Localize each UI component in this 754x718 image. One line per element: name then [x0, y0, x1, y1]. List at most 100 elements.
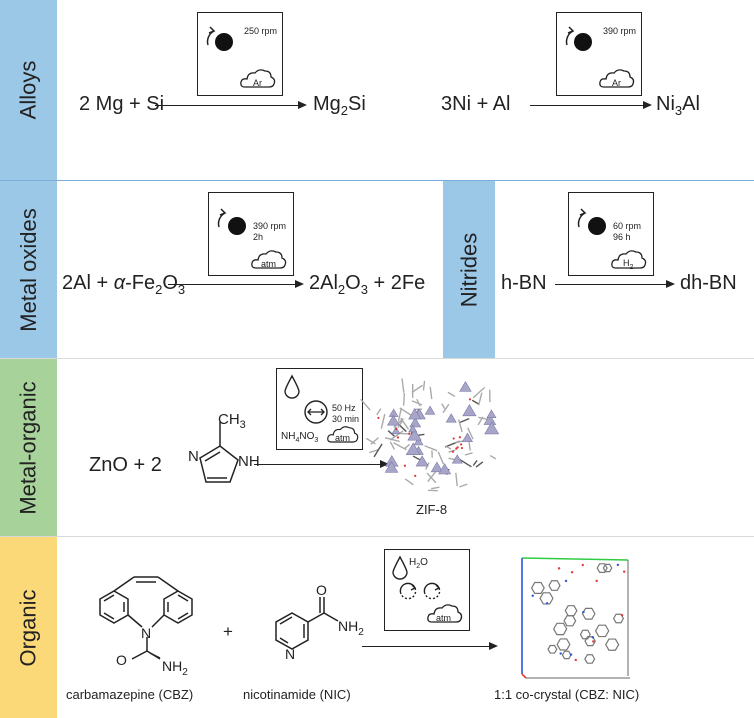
- zn-tetrahedron: [462, 404, 477, 417]
- additive-label: NH4NO3: [281, 431, 319, 444]
- reaction-arrow: [362, 641, 498, 650]
- atom-dot: [545, 602, 549, 605]
- linker-bond: [402, 392, 406, 406]
- reaction-arrow: [168, 279, 304, 288]
- atom-dot: [581, 563, 584, 567]
- molecule-ring: [596, 563, 608, 573]
- molecule-ring: [530, 581, 545, 594]
- atom-dot: [468, 398, 472, 401]
- linker-bond: [459, 483, 468, 488]
- molecule-ring: [547, 644, 558, 654]
- atom-dot: [570, 571, 574, 574]
- atom-dot: [592, 640, 595, 643]
- liquid-drop-icon: [284, 374, 300, 399]
- zn-tetrahedron: [451, 454, 463, 464]
- nitrides-lhs: h-BN: [501, 272, 547, 294]
- molecule-ring: [548, 580, 561, 591]
- mof-band: Metal-organic: [0, 359, 57, 536]
- zn-tetrahedron: [415, 455, 429, 467]
- atom-dot: [414, 474, 417, 477]
- zif8-label: ZIF-8: [416, 502, 448, 517]
- nitrides-rhs: dh-BN: [680, 272, 737, 294]
- rotation-arrow-icon: [577, 208, 606, 235]
- linker-bond: [447, 391, 456, 398]
- atom-dot: [394, 427, 398, 430]
- nic-caption: nicotinamide (NIC): [243, 687, 351, 702]
- linker-bond: [393, 442, 407, 451]
- zn-tetrahedron: [407, 428, 422, 441]
- linker-bond: [471, 399, 480, 405]
- mill-box-alloys-1: 250 rpm Ar: [197, 12, 283, 96]
- frequency-label: 50 Hz: [332, 403, 356, 413]
- time-label: 2h: [253, 232, 264, 242]
- pyridine-n-label: N: [285, 646, 296, 662]
- linker-bond: [404, 478, 414, 486]
- zn-tetrahedron: [484, 421, 500, 435]
- molecule-ring: [594, 624, 610, 638]
- zn-tetrahedron: [486, 409, 497, 418]
- atom-dot: [622, 570, 626, 573]
- zn-tetrahedron: [409, 417, 422, 428]
- atom-dot: [460, 446, 464, 450]
- molecule-ring: [556, 638, 571, 651]
- gas-label: atm: [261, 259, 277, 269]
- water-label: H2O: [409, 557, 428, 570]
- linker-bond: [475, 461, 484, 468]
- nic-nh2-label: NH2: [338, 618, 364, 638]
- linker-bond: [389, 435, 397, 441]
- linker-bond: [478, 416, 489, 421]
- linker-bond: [472, 459, 478, 466]
- linker-bond: [365, 437, 376, 445]
- atom-dot: [559, 652, 562, 655]
- molecule-ring: [602, 563, 613, 573]
- gas-label: H2: [623, 258, 634, 271]
- zn-tetrahedron: [424, 405, 436, 415]
- zn-tetrahedron: [413, 436, 424, 446]
- linker-bond: [448, 449, 456, 453]
- cloud-icon: [611, 250, 647, 269]
- linker-bond: [384, 437, 400, 443]
- linker-bond: [389, 441, 396, 450]
- zn-tetrahedron: [391, 426, 401, 435]
- n-label: N: [188, 448, 199, 465]
- methyl-label: CH3: [218, 411, 246, 431]
- zn-tetrahedron: [445, 413, 457, 423]
- atom-dot: [403, 464, 406, 467]
- linker-bond: [411, 384, 423, 394]
- zn-tetrahedron: [408, 424, 418, 433]
- atom-dot: [458, 436, 461, 439]
- linker-bond: [457, 419, 463, 433]
- linker-bond: [477, 392, 483, 406]
- zn-tetrahedron: [430, 461, 444, 473]
- atom-dot: [569, 653, 573, 656]
- atom-dot: [591, 636, 595, 639]
- linker-bond: [472, 386, 486, 399]
- alloys-label: Alloys: [15, 60, 41, 120]
- liquid-drop-icon: [392, 555, 408, 580]
- nitrides-label: Nitrides: [456, 232, 482, 307]
- zn-tetrahedron: [405, 442, 421, 455]
- linker-bond: [411, 400, 423, 406]
- linker-bond: [404, 443, 411, 449]
- mill-box-nitrides: 60 rpm 96 h H2: [568, 192, 654, 276]
- atom-dot: [460, 443, 463, 446]
- linker-bond: [401, 378, 405, 393]
- rotation-arrow-icon: [565, 26, 592, 51]
- mof-label: Metal-organic: [15, 380, 41, 515]
- nitrides-band: Nitrides: [443, 181, 495, 358]
- cell-edge-a: [521, 673, 527, 679]
- atom-dot: [574, 658, 577, 662]
- atom-dot: [620, 613, 624, 617]
- linker-bond: [393, 418, 404, 428]
- linker-bond: [458, 417, 470, 424]
- cloud-icon: [427, 604, 463, 623]
- alloys-rxn2-rhs: Ni3Al: [656, 93, 700, 118]
- ring-n-label: N: [141, 625, 152, 641]
- zif8-crystal-structure: [360, 378, 500, 492]
- atom-dot: [616, 563, 620, 567]
- cloud-icon: [599, 69, 635, 88]
- 2-methylimidazole-structure: [199, 422, 239, 483]
- speed-label: 60 rpm: [613, 221, 642, 231]
- linker-bond: [441, 403, 446, 410]
- atom-dot: [564, 579, 568, 583]
